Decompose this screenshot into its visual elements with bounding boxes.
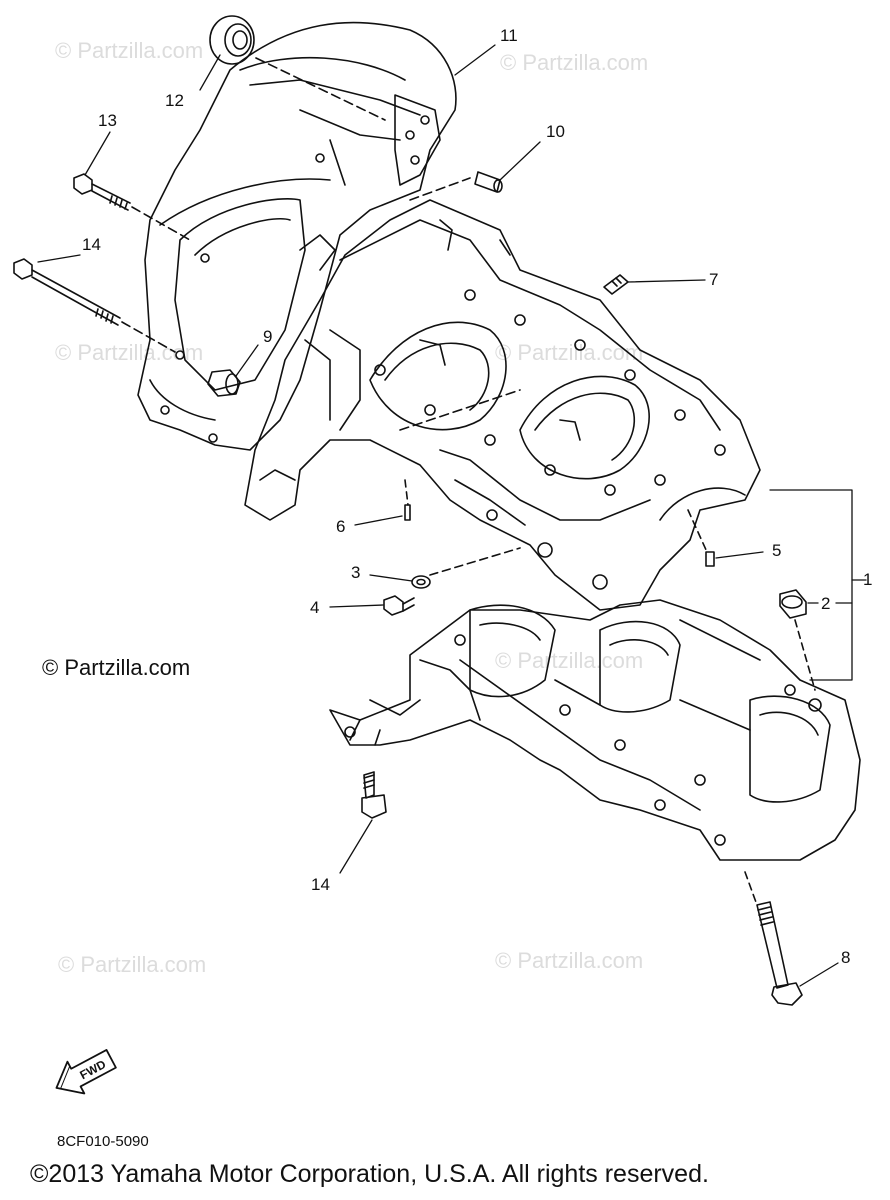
watermark: © Partzilla.com: [58, 952, 207, 977]
callout-5: 5: [772, 541, 782, 560]
assembly-line: [404, 479, 409, 506]
assembly-line: [409, 177, 471, 201]
washer-part-3[interactable]: [411, 575, 431, 589]
callout-14: 14: [311, 875, 330, 894]
damper-part-9[interactable]: [207, 369, 241, 397]
assembly-line: [794, 619, 816, 691]
long-bolt-part-8[interactable]: [756, 901, 803, 1006]
copyright-notice: ©2013 Yamaha Motor Corporation, U.S.A. A…: [30, 1160, 709, 1188]
callout-1: 1: [863, 570, 873, 589]
assembly-line: [399, 389, 521, 431]
callout-12: 12: [165, 91, 184, 110]
partzilla-credit: © Partzilla.com: [42, 655, 191, 680]
plug-part-2[interactable]: [779, 589, 807, 619]
oil-seal-part-12[interactable]: [209, 15, 255, 65]
bolt-part-4[interactable]: [383, 595, 415, 616]
watermark: © Partzilla.com: [55, 38, 204, 63]
bolt-part-14[interactable]: [361, 771, 387, 819]
watermark: © Partzilla.com: [55, 340, 204, 365]
lower-crankcase[interactable]: [329, 599, 861, 861]
bolt-part-13[interactable]: [73, 173, 131, 211]
callout-9: 9: [263, 327, 273, 346]
dowel-pin-part-6[interactable]: [404, 504, 411, 521]
dowel-pin-part-5[interactable]: [705, 551, 715, 567]
dowel-pin-part-10[interactable]: [474, 171, 503, 193]
upper-crankcase-part-1[interactable]: [244, 199, 761, 611]
callout-6: 6: [336, 517, 346, 536]
callout-13: 13: [98, 111, 117, 130]
watermark: © Partzilla.com: [495, 948, 644, 973]
callout-3: 3: [351, 563, 361, 582]
watermark: © Partzilla.com: [495, 648, 644, 673]
callout-11: 11: [500, 26, 518, 45]
assembly-line: [121, 321, 176, 353]
callout-8: 8: [841, 948, 851, 967]
fwd-arrow-icon: FWD: [55, 1049, 117, 1095]
callout-2: 2: [821, 594, 831, 613]
assembly-line: [131, 206, 191, 241]
watermark: © Partzilla.com: [500, 50, 649, 75]
crankcase-cover-part-11[interactable]: [137, 21, 457, 451]
assembly-line: [687, 509, 708, 553]
stud-part-7[interactable]: [603, 274, 629, 295]
assembly-line: [429, 547, 521, 576]
callout-7: 7: [709, 270, 719, 289]
callout-14: 14: [82, 235, 101, 254]
diagram-code: 8CF010-5090: [57, 1133, 149, 1150]
assembly-line: [744, 871, 758, 906]
fwd-label: FWD: [77, 1057, 108, 1082]
assembly-line: [255, 57, 386, 121]
callout-10: 10: [546, 122, 565, 141]
long-bolt-part-14[interactable]: [13, 258, 121, 326]
callout-4: 4: [310, 598, 320, 617]
leader-lines: [37, 44, 867, 987]
